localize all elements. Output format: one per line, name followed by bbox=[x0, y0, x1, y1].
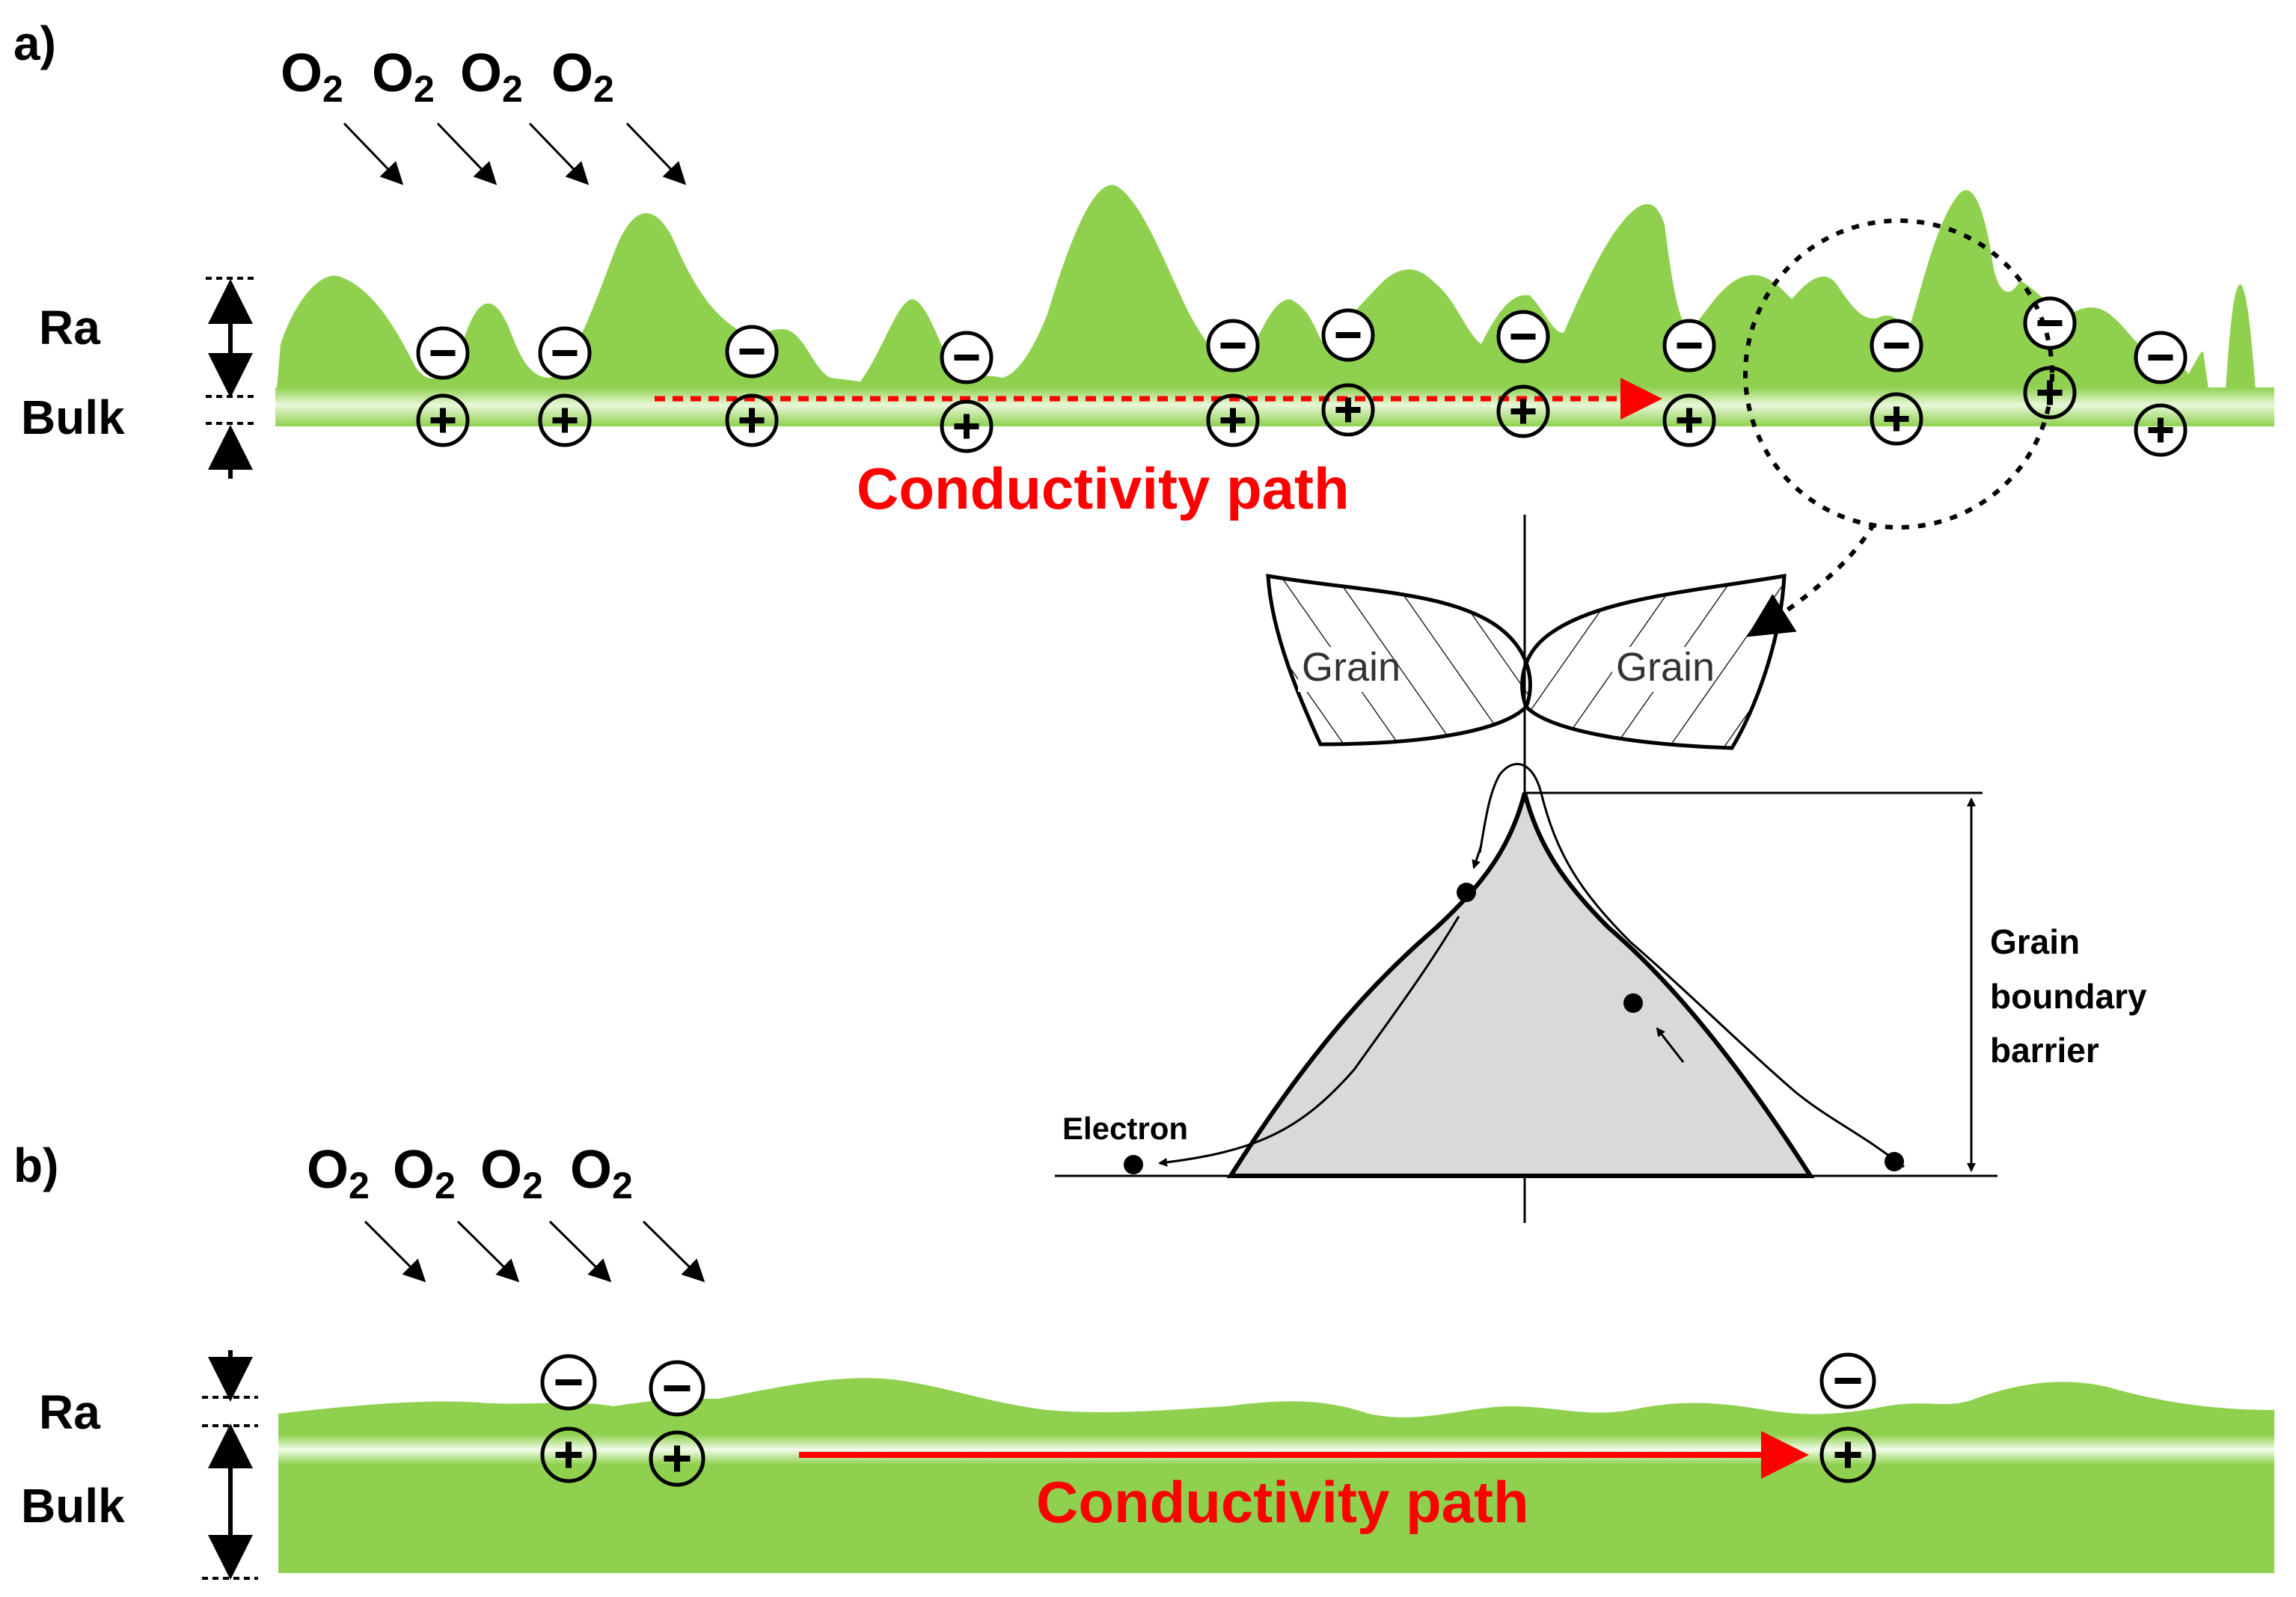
negative-charge bbox=[1819, 1352, 1876, 1409]
panel-b-label: b) bbox=[13, 1138, 58, 1192]
electron-dot bbox=[1124, 1155, 1143, 1174]
adsorption-arrow bbox=[456, 1220, 520, 1283]
positive-charge bbox=[1321, 383, 1375, 437]
electron-dot bbox=[1623, 993, 1643, 1013]
charge-pairs-a bbox=[416, 296, 2188, 457]
zoom-circle bbox=[1743, 218, 2054, 530]
thickness-markers-b bbox=[202, 1350, 258, 1580]
adsorption-arrow bbox=[343, 122, 404, 186]
oxygen-molecule: O2 bbox=[372, 43, 435, 110]
positive-charge bbox=[940, 399, 994, 453]
panel-a: a) O2 O2 O2 O2 Ra Bulk bbox=[13, 16, 2274, 637]
electron-dot bbox=[1885, 1152, 1904, 1171]
negative-charge bbox=[1496, 310, 1550, 364]
negative-charge bbox=[1321, 308, 1375, 362]
barrier-label: Grain boundary barrier bbox=[1990, 922, 2156, 1070]
electron-label: Electron bbox=[1062, 1111, 1188, 1146]
adsorption-arrow bbox=[436, 122, 498, 186]
negative-charge bbox=[2023, 296, 2077, 350]
panel-b: b) O2 O2 O2 O2 Ra Bulk bbox=[13, 1138, 2274, 1580]
adsorption-arrow bbox=[364, 1220, 426, 1283]
panel-a-label: a) bbox=[13, 16, 56, 70]
bulk-band-a bbox=[275, 387, 2274, 426]
positive-charge bbox=[538, 393, 592, 447]
positive-charge bbox=[1819, 1426, 1876, 1483]
oxygen-molecule: O2 bbox=[480, 1140, 543, 1207]
positive-charge bbox=[540, 1426, 597, 1483]
negative-charge bbox=[649, 1360, 705, 1417]
oxygen-molecules-a: O2 O2 O2 O2 bbox=[281, 43, 614, 110]
adsorption-arrows-a bbox=[343, 122, 687, 186]
positive-charge bbox=[1496, 384, 1550, 438]
thickness-markers-a bbox=[206, 277, 254, 479]
oxygen-molecule: O2 bbox=[281, 43, 343, 110]
positive-charge bbox=[649, 1430, 705, 1487]
bulk-label-a: Bulk bbox=[21, 390, 125, 444]
negative-charge bbox=[540, 1354, 597, 1411]
bulk-highlight-b bbox=[278, 1435, 2274, 1465]
negative-charge bbox=[1662, 319, 1716, 373]
charge-pairs-b bbox=[540, 1352, 1876, 1487]
negative-charge bbox=[725, 325, 779, 378]
oxygen-molecule: O2 bbox=[393, 1140, 456, 1207]
negative-charge bbox=[538, 326, 592, 380]
oxygen-molecule: O2 bbox=[307, 1140, 370, 1207]
oxygen-molecule: O2 bbox=[460, 43, 523, 110]
potential-barrier bbox=[1226, 792, 1815, 1178]
grain-right-label: Grain bbox=[1616, 645, 1715, 690]
adsorption-arrows-b bbox=[364, 1220, 705, 1283]
negative-charge bbox=[416, 326, 470, 380]
positive-charge bbox=[416, 393, 470, 447]
oxygen-molecule: O2 bbox=[551, 43, 614, 110]
negative-charge bbox=[1870, 319, 1923, 373]
electron-trajectory bbox=[1158, 916, 1460, 1167]
negative-charge bbox=[1206, 319, 1260, 373]
positive-charge bbox=[1870, 392, 1923, 446]
grain-boundary-inset: Grain Grain Grain boundary barrier Elect… bbox=[1055, 515, 2156, 1223]
oxygen-molecule: O2 bbox=[570, 1140, 633, 1207]
smooth-surface-b bbox=[278, 1378, 2274, 1436]
positive-charge bbox=[2134, 403, 2188, 457]
electron-trajectory-arrow bbox=[1656, 1027, 1685, 1063]
electron-trajectory bbox=[1478, 762, 1905, 1168]
positive-charge bbox=[1206, 393, 1260, 447]
adsorption-arrow bbox=[642, 1220, 705, 1283]
grain-left-label: Grain bbox=[1302, 645, 1400, 690]
bulk-label-b: Bulk bbox=[21, 1479, 125, 1533]
electron-dot bbox=[1457, 883, 1476, 902]
adsorption-arrow bbox=[528, 122, 590, 186]
positive-charge bbox=[1662, 393, 1716, 447]
conductivity-path-label-a: Conductivity path bbox=[857, 456, 1350, 521]
negative-charge bbox=[2134, 331, 2188, 384]
conductivity-path-label-b: Conductivity path bbox=[1036, 1469, 1529, 1535]
negative-charge bbox=[940, 331, 994, 384]
adsorption-arrow bbox=[625, 122, 687, 186]
oxygen-molecules-b: O2 O2 O2 O2 bbox=[307, 1140, 633, 1207]
zoom-connector-arrow bbox=[1746, 522, 1876, 637]
ra-label-a: Ra bbox=[39, 301, 100, 355]
ra-label-b: Ra bbox=[39, 1385, 100, 1439]
positive-charge bbox=[725, 393, 779, 447]
adsorption-arrow bbox=[548, 1220, 612, 1283]
